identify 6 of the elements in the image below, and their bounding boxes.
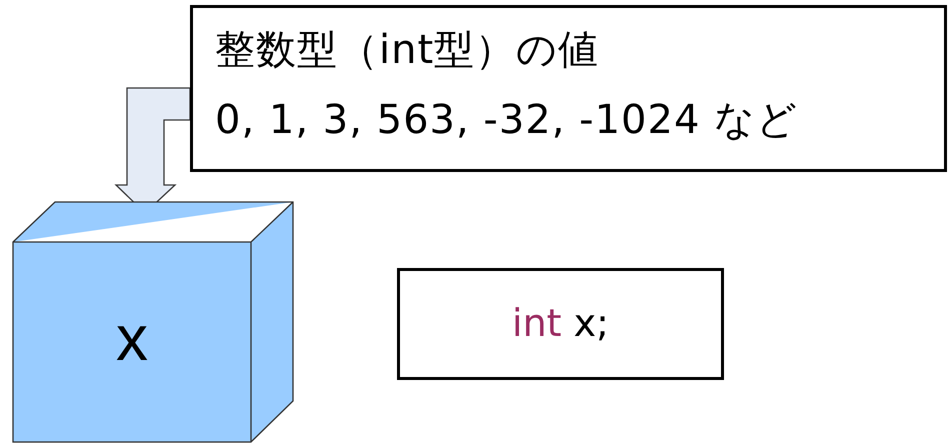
callout-text: 整数型（int型）の値 <box>215 26 600 75</box>
code-box <box>397 268 724 380</box>
callout-text: 0, 1, 3, 563, -32, -1024 など <box>215 96 798 145</box>
variable-name: x <box>115 301 149 375</box>
callout-box <box>190 5 947 172</box>
code-text: int x; <box>511 301 610 345</box>
